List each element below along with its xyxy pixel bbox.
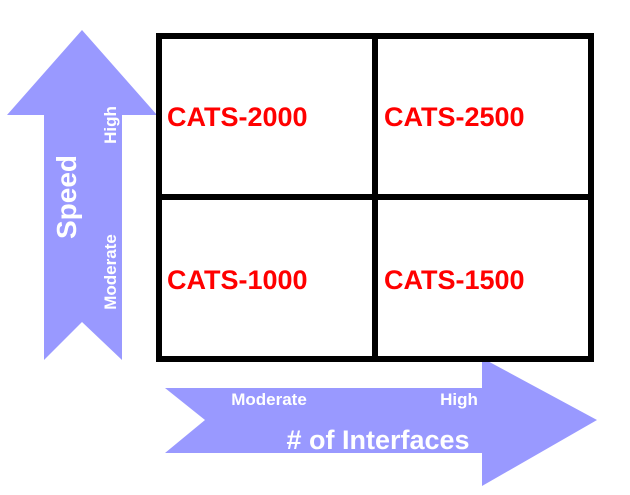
speed-axis-arrow: [7, 30, 157, 360]
speed-moderate-label: Moderate: [101, 234, 120, 310]
cell-bottom-right: CATS-1500: [384, 265, 525, 295]
cell-bottom-left: CATS-1000: [167, 265, 308, 295]
speed-axis-title: Speed: [51, 155, 82, 239]
cell-top-left: CATS-2000: [167, 102, 308, 132]
cell-top-right: CATS-2500: [384, 102, 525, 132]
interfaces-moderate-label: Moderate: [231, 390, 307, 409]
interfaces-axis-title: # of Interfaces: [286, 425, 469, 455]
interfaces-high-label: High: [440, 390, 478, 409]
interfaces-axis-arrow: [165, 358, 597, 486]
speed-high-label: High: [101, 106, 120, 144]
